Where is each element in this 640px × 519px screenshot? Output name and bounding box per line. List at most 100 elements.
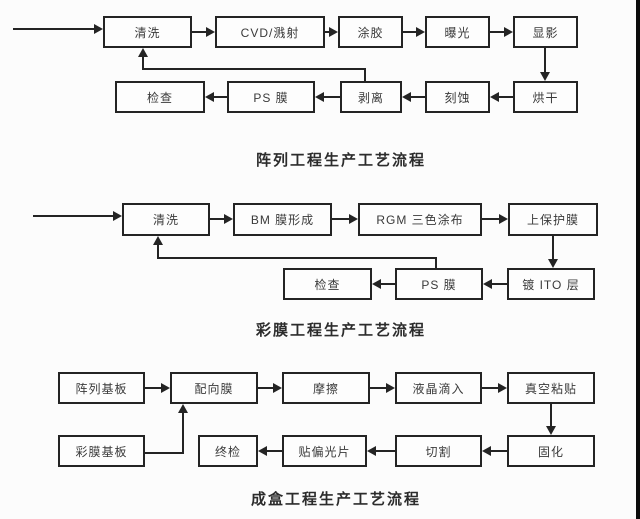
process-box-label: PS 膜 (421, 277, 457, 292)
process-box-stripping: 剥离 (340, 81, 402, 113)
process-box-label: 切割 (425, 444, 452, 459)
process-box-label: 摩擦 (312, 381, 339, 396)
process-box-inspection: 检查 (115, 81, 205, 113)
process-box-label: 镀 ITO 层 (522, 277, 580, 292)
flow-line (482, 218, 500, 220)
arrowhead-right-icon (94, 24, 103, 34)
process-box-label: 配向膜 (194, 381, 234, 396)
process-box-label: 液晶滴入 (412, 381, 465, 396)
process-box-label: 彩膜基板 (75, 444, 128, 459)
process-box-rubbing: 摩擦 (282, 372, 370, 404)
process-box-label: 清洗 (152, 213, 179, 227)
flow-line (324, 96, 340, 98)
arrowhead-down-icon (540, 72, 550, 81)
flow-line (370, 387, 387, 389)
process-box-bm-film-formation: BM 膜形成 (233, 203, 332, 236)
process-box-clean: 清洗 (103, 16, 192, 48)
process-box-label: 清洗 (134, 25, 161, 40)
process-box-clean: 清洗 (122, 203, 210, 236)
process-box-label: 涂胶 (357, 25, 384, 40)
flow-line (490, 31, 505, 33)
process-box-curing: 固化 (507, 435, 595, 467)
process-box-baking: 烘干 (513, 81, 578, 113)
arrowhead-right-icon (416, 27, 425, 37)
process-box-label: BM 膜形成 (250, 213, 315, 227)
flow-line (266, 450, 282, 452)
flow-line (214, 96, 227, 98)
flow-line (435, 258, 437, 268)
flow-line (145, 452, 184, 454)
process-box-label: 剥离 (357, 90, 384, 105)
process-box-array-substrate: 阵列基板 (58, 372, 145, 404)
process-box-ps-film: PS 膜 (227, 81, 315, 113)
process-box-label: 阵列基板 (75, 381, 128, 396)
process-box-label: 上保护膜 (526, 213, 579, 227)
flow-line (325, 31, 331, 33)
arrowhead-up-icon (178, 404, 188, 413)
arrowhead-up-icon (153, 236, 163, 245)
process-box-inspection: 检查 (283, 268, 372, 300)
process-box-rgb-tricolor-coating: RGM 三色涂布 (358, 203, 482, 236)
flow-line (158, 257, 437, 259)
process-box-label: CVD/溅射 (240, 25, 300, 40)
arrowhead-left-icon (402, 92, 411, 102)
flow-line (145, 387, 162, 389)
process-box-cutting: 切割 (395, 435, 482, 467)
process-box-alignment-film: 配向膜 (170, 372, 258, 404)
arrowhead-right-icon (273, 383, 282, 393)
arrowhead-left-icon (482, 446, 491, 456)
arrowhead-right-icon (113, 211, 122, 221)
process-box-label: 检查 (314, 277, 341, 292)
arrowhead-left-icon (483, 279, 492, 289)
process-box-protective-film: 上保护膜 (508, 203, 598, 236)
flow-line (210, 218, 225, 220)
flow-line (552, 236, 554, 260)
arrowhead-right-icon (161, 383, 170, 393)
flow-line (13, 28, 95, 30)
flow-line (332, 218, 350, 220)
process-box-cf-substrate: 彩膜基板 (58, 435, 145, 467)
process-box-vacuum-bonding: 真空粘贴 (507, 372, 595, 404)
arrowhead-left-icon (258, 446, 267, 456)
arrowhead-right-icon (329, 27, 338, 37)
arrowhead-down-icon (548, 259, 558, 268)
process-box-label: 烘干 (532, 90, 559, 105)
process-box-etching: 刻蚀 (425, 81, 490, 113)
arrowhead-down-icon (546, 426, 556, 435)
process-box-label: 检查 (146, 90, 173, 105)
flow-line (258, 387, 274, 389)
flow-line (33, 215, 114, 217)
flow-line (157, 244, 159, 259)
arrowhead-right-icon (349, 214, 358, 224)
arrowhead-left-icon (205, 92, 214, 102)
flow-line (490, 450, 507, 452)
arrowhead-right-icon (386, 383, 395, 393)
flow-line (544, 48, 546, 74)
process-box-label: 刻蚀 (444, 90, 471, 105)
arrowhead-left-icon (490, 92, 499, 102)
flow-line (364, 69, 366, 81)
process-box-label: 真空粘贴 (524, 381, 577, 396)
process-box-label: PS 膜 (253, 90, 289, 105)
process-box-development: 显影 (513, 16, 578, 48)
flow-line (375, 450, 395, 452)
process-box-label: 终检 (214, 444, 241, 459)
arrowhead-left-icon (372, 279, 381, 289)
flow-line (182, 412, 184, 454)
color-filter-process-flowchart-title: 彩膜工程生产工艺流程 (255, 322, 426, 339)
cell-assembly-process-flowchart-title: 成盒工程生产工艺流程 (250, 491, 421, 508)
process-box-ps-film: PS 膜 (395, 268, 483, 300)
process-box-label: 贴偏光片 (298, 444, 351, 459)
arrowhead-right-icon (206, 27, 215, 37)
arrowhead-left-icon (315, 92, 324, 102)
flow-line (192, 31, 207, 33)
process-box-label: 曝光 (444, 25, 471, 40)
arrowhead-right-icon (504, 27, 513, 37)
arrowhead-right-icon (224, 214, 233, 224)
arrowhead-right-icon (498, 383, 507, 393)
flow-line (482, 387, 499, 389)
process-box-lc-dropping: 液晶滴入 (395, 372, 482, 404)
process-box-final-inspection: 终检 (198, 435, 258, 467)
flow-line (411, 96, 425, 98)
